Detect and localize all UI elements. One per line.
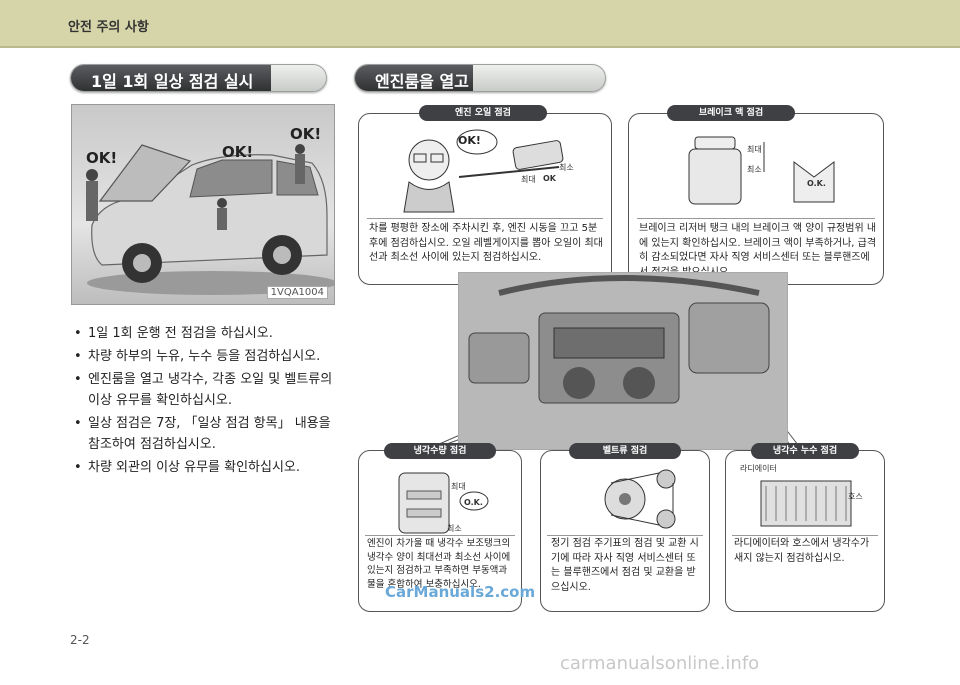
separator: [637, 218, 875, 219]
brake-fluid-illustration: [688, 136, 835, 205]
belt-tag: 벨트류 점검: [569, 443, 681, 459]
oil-min-label: 최소: [559, 163, 574, 172]
engine-room-photo: [458, 272, 788, 450]
separator: [732, 535, 878, 536]
left-heading-pill: 1일 1회 일상 점검 실시: [70, 64, 327, 92]
engine-oil-box: 엔진 오일 점검 OK! 최대 최소 OK 차를 평평한 장소에 주차시킨 후,…: [358, 105, 612, 285]
car-inspection-photo: OK! OK! OK! 1VQA1004: [71, 104, 335, 305]
site-watermark: carmanualsonline.info: [560, 653, 760, 674]
checklist: 1일 1회 운행 전 점검을 하십시오. 차량 하부의 누유, 누수 등을 점검…: [72, 323, 340, 480]
ok-label-2: OK!: [222, 143, 254, 161]
oil-max-label: 최대: [521, 175, 536, 184]
belt-text: 정기 점검 주기표의 점검 및 교환 시기에 따라 자사 직영 서비스센터 또는…: [551, 538, 699, 593]
belt-box: 벨트류 점검 정기 점검 주기표의 점검 및 교환 시기에 따라 자사 직영 서…: [540, 443, 710, 612]
engine-oil-tag: 엔진 오일 점검: [419, 105, 547, 121]
left-heading-cap: [71, 65, 271, 91]
right-heading: 엔진룸을 열고: [375, 72, 469, 91]
coolant-min-label: 최소: [447, 524, 462, 533]
coolant-text: 엔진이 차가울 때 냉각수 보조탱크의 냉각수 양이 최대선과 최소선 사이에 …: [367, 538, 511, 590]
separator: [367, 218, 603, 219]
coolant-illustration: [398, 472, 489, 534]
coolant-box: 냉각수량 점검 최대 최소 O.K. 엔진이 차가울 때 냉각수 보조탱크의 냉…: [358, 443, 522, 612]
right-heading-cap: [355, 65, 473, 91]
list-item: 일상 점검은 7장, 「일상 점검 항목」 내용을 참조하여 점검하십시오.: [72, 413, 340, 455]
list-item: 1일 1회 운행 전 점검을 하십시오.: [72, 323, 340, 344]
separator: [365, 535, 515, 536]
ok-label-1: OK!: [86, 149, 118, 167]
brake-min-label: 최소: [747, 165, 762, 174]
brake-fluid-tag: 브레이크 액 점검: [667, 105, 795, 121]
list-item: 엔진룸을 열고 냉각수, 각종 오일 및 벨트류의 이상 유무를 확인하십시오.: [72, 369, 340, 411]
hose-label: 호스: [848, 492, 863, 501]
brake-fluid-box: 브레이크 액 점검 최대 최소 O.K. 브레이크 리저버 탱크 내의 브레이크…: [628, 105, 884, 285]
right-heading-pill: 엔진룸을 열고: [354, 64, 606, 92]
ok-label-3: OK!: [290, 125, 322, 143]
engine-oil-text: 차를 평평한 장소에 주차시킨 후, 엔진 시동을 끄고 5분 후에 점검하십시…: [369, 223, 603, 263]
section-header: 안전 주의 사항: [0, 0, 960, 48]
radiator-label: 라디에이터: [740, 464, 777, 473]
coolant-ok-label: O.K.: [464, 498, 483, 507]
radiator-illustration: [760, 480, 852, 527]
header-rule: [0, 46, 960, 48]
engine-oil-illustration: [403, 129, 564, 213]
brake-max-label: 최대: [747, 145, 762, 154]
list-item: 차량 하부의 누유, 누수 등을 점검하십시오.: [72, 346, 340, 367]
photo-code: 1VQA1004: [266, 286, 328, 299]
ok-bubble: OK!: [458, 134, 481, 147]
separator: [547, 535, 703, 536]
left-heading: 1일 1회 일상 점검 실시: [91, 72, 254, 91]
page-number: 2-2: [70, 633, 90, 647]
section-title: 안전 주의 사항: [68, 20, 149, 35]
brake-ok-label: O.K.: [807, 179, 826, 188]
coolant-leak-text: 라디에이터와 호스에서 냉각수가 새지 않는지 점검하십시오.: [734, 538, 870, 564]
coolant-tag: 냉각수량 점검: [384, 443, 496, 459]
coolant-leak-box: 냉각수 누수 점검 라디에이터 호스 라디에이터와 호스에서 냉각수가 새지 않…: [725, 443, 885, 612]
oil-ok-label: OK: [543, 174, 556, 183]
coolant-leak-tag: 냉각수 누수 점검: [751, 443, 859, 459]
coolant-max-label: 최대: [451, 482, 466, 491]
list-item: 차량 외관의 이상 유무를 확인하십시오.: [72, 457, 340, 478]
engine-illustration: [459, 273, 787, 449]
belt-illustration: [604, 469, 676, 529]
watermark: CarManuals2.com: [385, 583, 536, 601]
